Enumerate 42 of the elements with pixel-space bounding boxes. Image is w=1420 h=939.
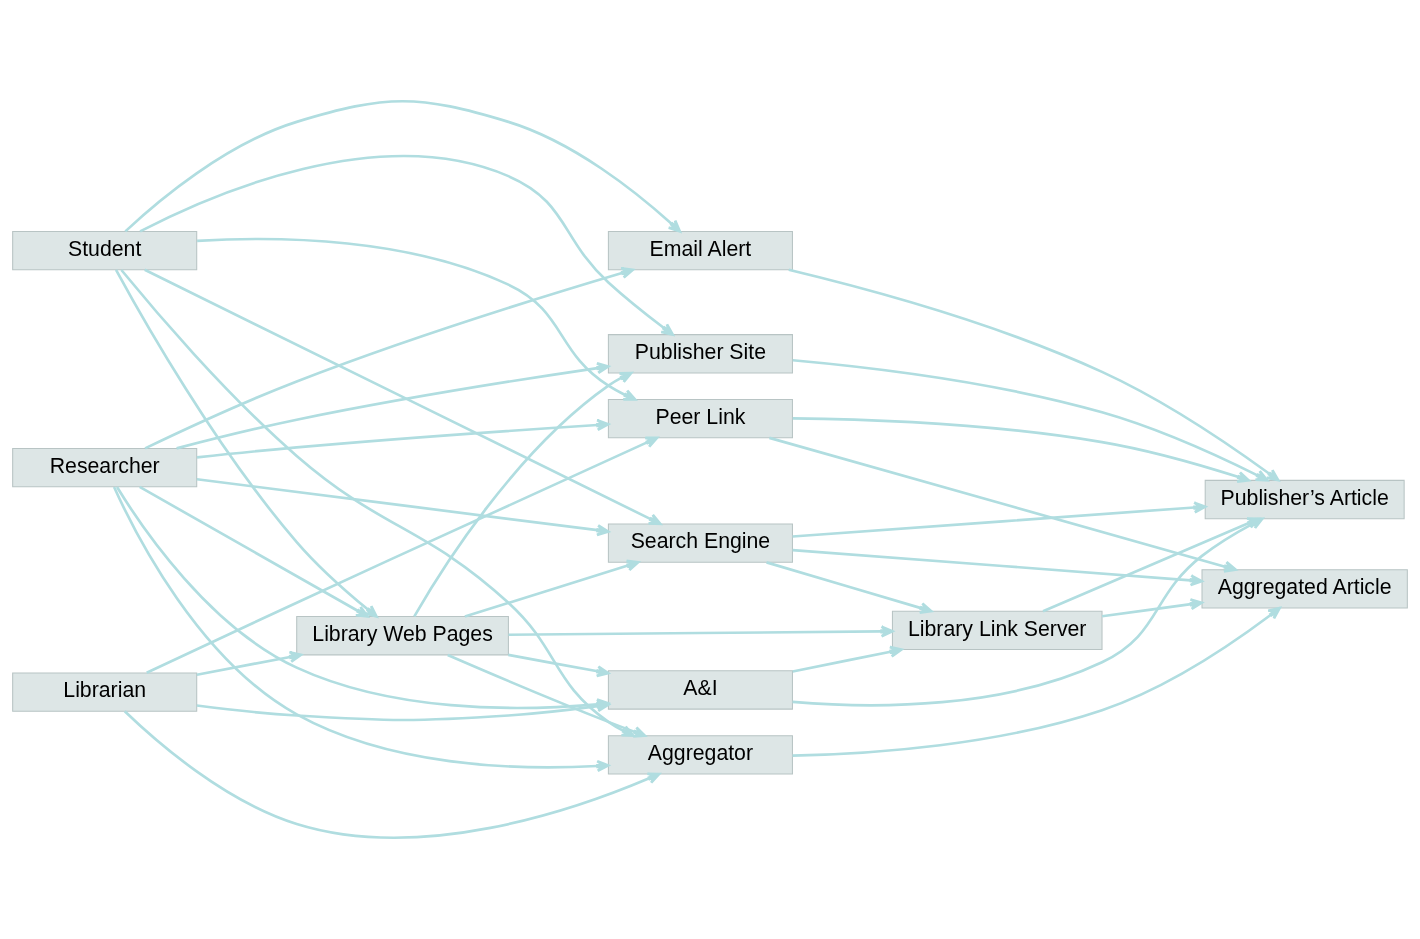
arrow: [114, 269, 378, 618]
node-box: Student: [12, 230, 198, 271]
arrow: [464, 559, 640, 618]
arrow: [413, 371, 633, 618]
arrow: [769, 436, 1237, 573]
arrow: [146, 436, 659, 674]
node-box: Researcher: [12, 447, 198, 488]
arrow: [788, 268, 1280, 482]
node-box: Search Engine: [607, 523, 793, 563]
arrow: [144, 268, 662, 526]
node-box: Aggregator: [607, 735, 793, 775]
arrow: [196, 650, 303, 676]
arrow: [196, 477, 610, 537]
arrow: [139, 154, 674, 336]
node-box: Library Web Pages: [296, 616, 509, 656]
arrow: [123, 710, 661, 839]
node-box: Librarian: [12, 672, 198, 712]
arrow: [196, 418, 610, 459]
arrow: [120, 269, 635, 737]
arrow: [508, 625, 894, 638]
arrow: [447, 653, 647, 738]
arrow: [792, 548, 1203, 587]
arrow: [144, 266, 634, 450]
arrow: [139, 485, 369, 618]
arrow: [176, 362, 610, 450]
arrow: [792, 501, 1207, 538]
arrow: [792, 358, 1269, 482]
arrow: [508, 653, 610, 678]
arrow: [766, 561, 933, 615]
arrow: [792, 645, 903, 673]
node-box: Publisher’s Article: [1204, 479, 1405, 520]
node-box: Aggregated Article: [1201, 569, 1408, 609]
node-box: Peer Link: [607, 399, 793, 439]
node-box: Email Alert: [607, 230, 793, 271]
node-box: Publisher Site: [607, 334, 793, 374]
arrow: [792, 606, 1281, 757]
arrow: [197, 237, 637, 401]
arrow: [1101, 598, 1203, 618]
node-box: Library Link Server: [891, 610, 1103, 651]
arrow: [124, 100, 682, 233]
node-box: A&I: [607, 670, 793, 710]
arrow: [792, 417, 1251, 483]
